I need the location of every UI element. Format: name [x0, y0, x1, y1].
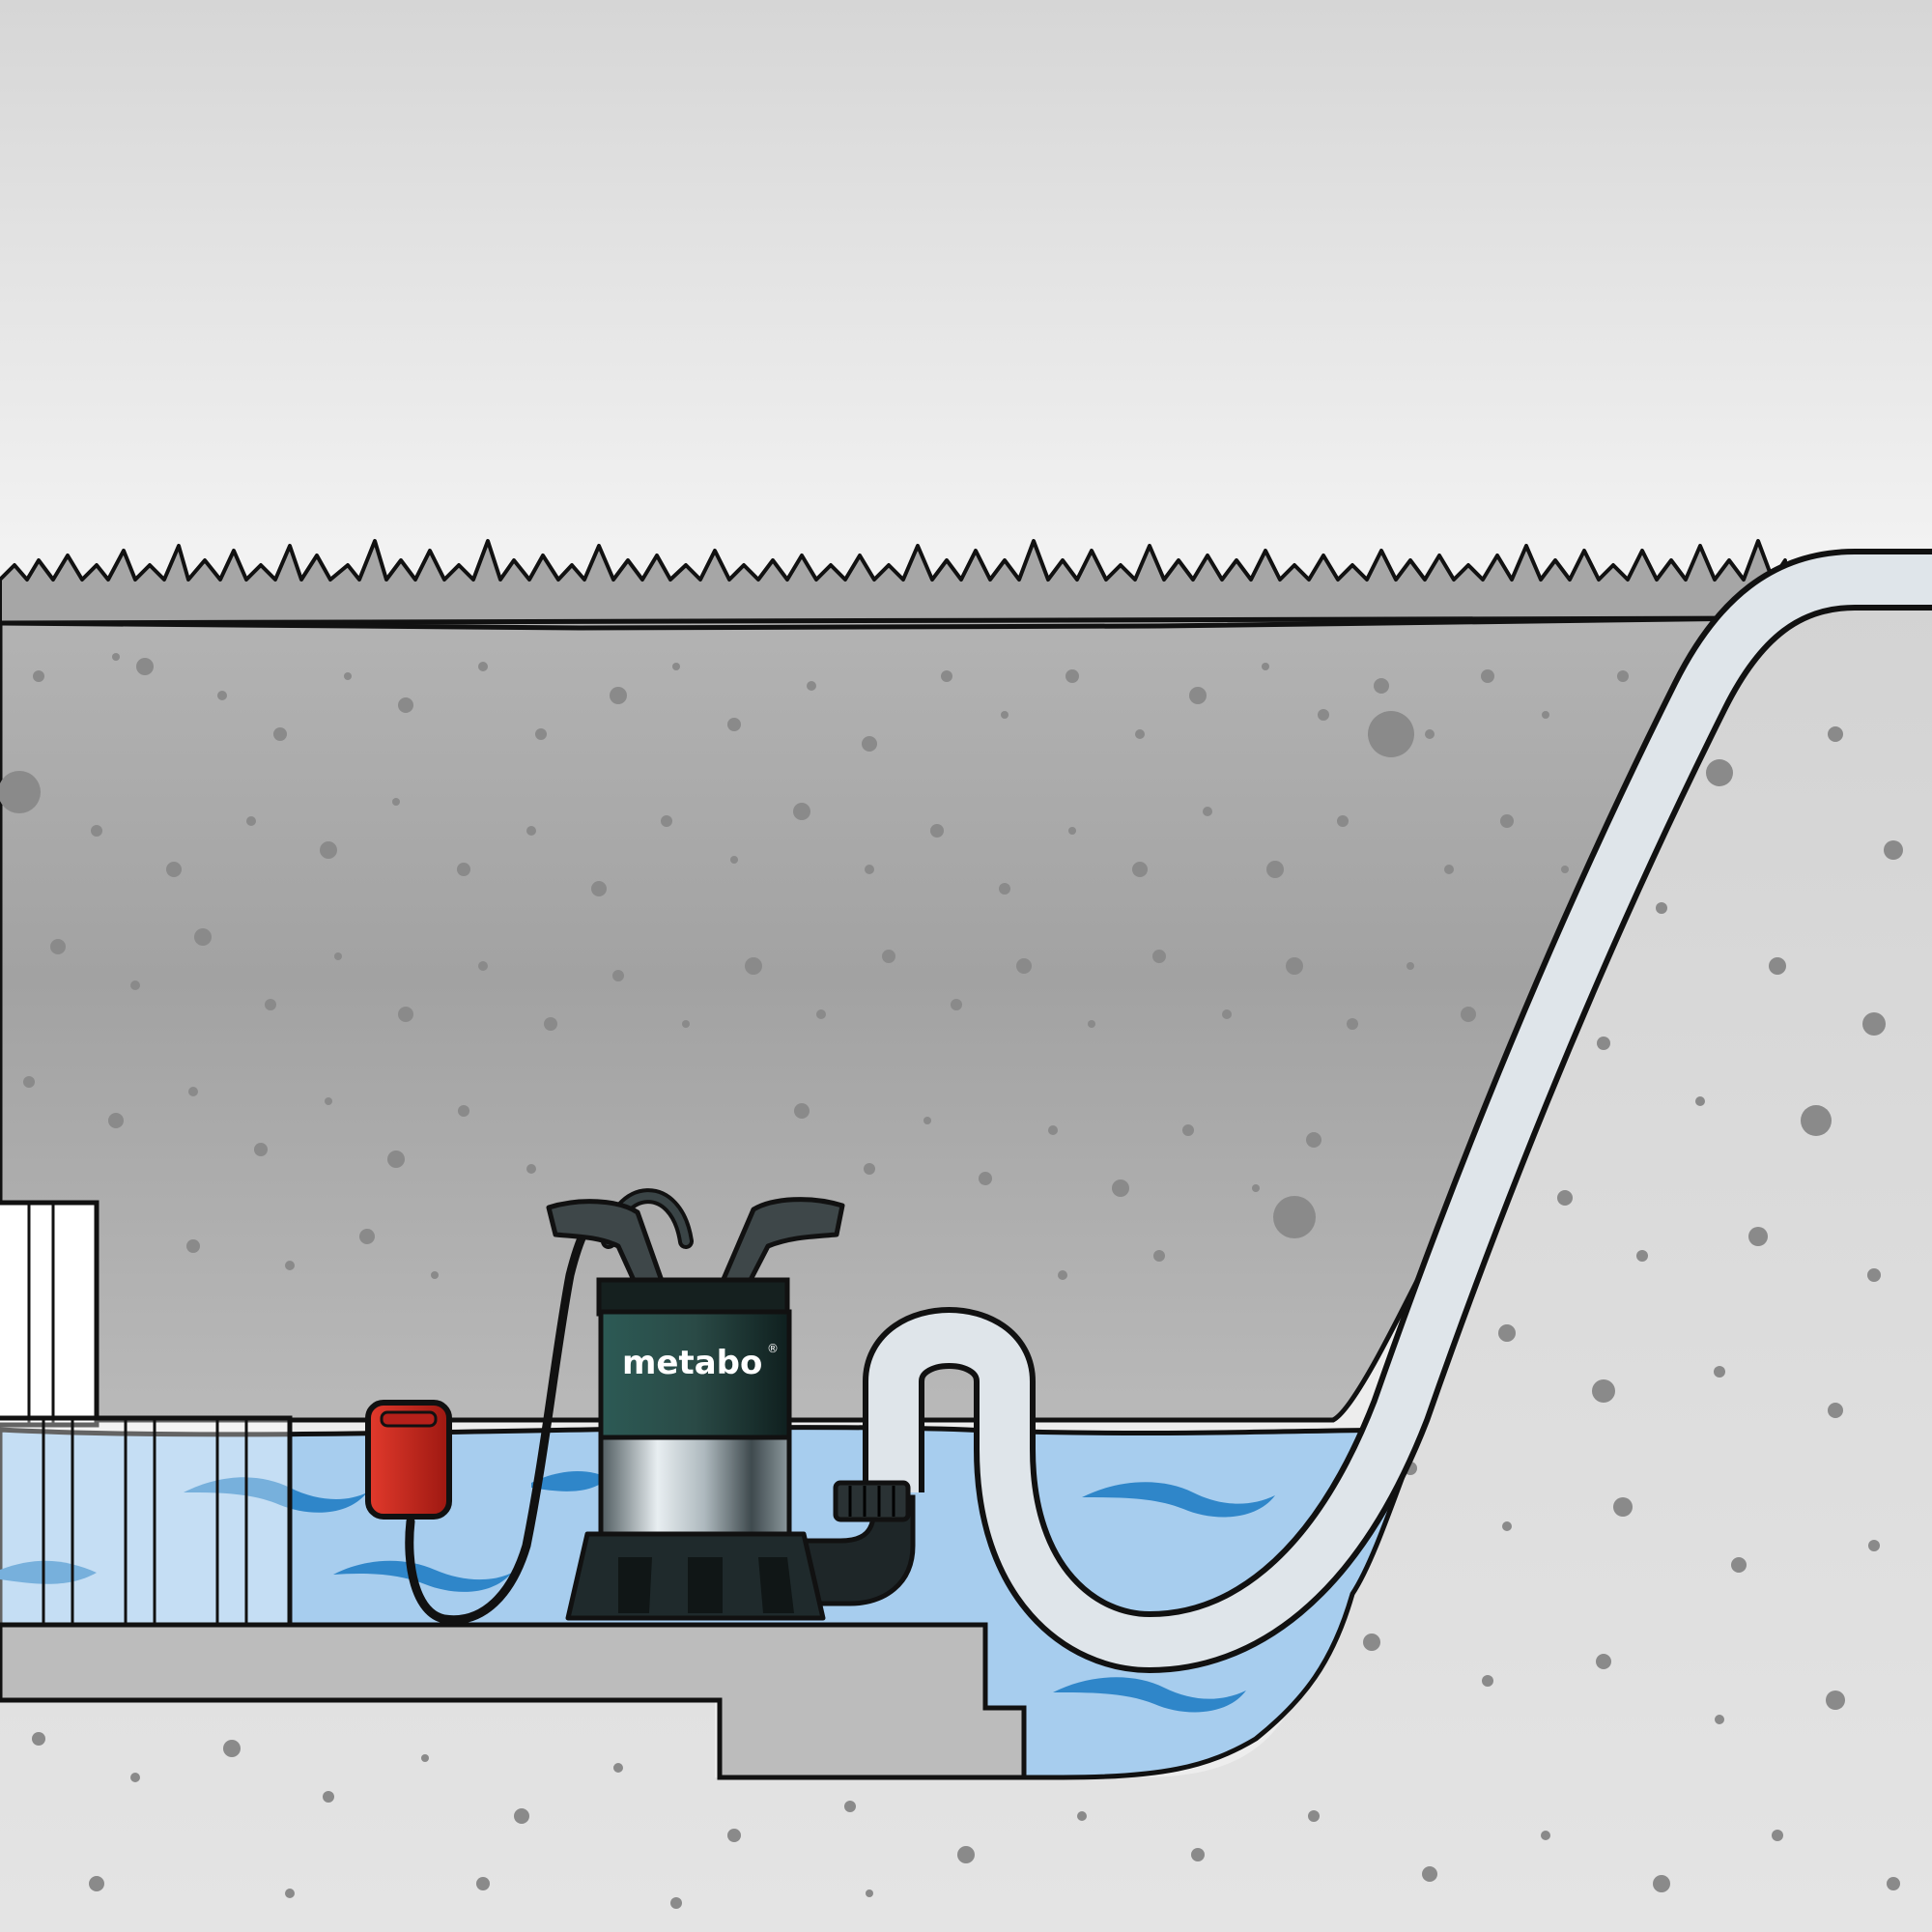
pump-brand-label: metabo	[622, 1344, 762, 1382]
pump-registered-mark: ®	[767, 1342, 779, 1355]
concrete-floor	[0, 1622, 1027, 1780]
stored-boxes	[0, 1200, 293, 1628]
grass-icon	[0, 539, 1787, 630]
pump-icon: metabo ®	[546, 1188, 845, 1621]
float-switch-cable	[405, 1203, 609, 1625]
hose-connector	[784, 1480, 916, 1606]
water-wave-icon	[0, 1471, 1275, 1713]
sky-background	[0, 0, 1932, 628]
hose-inner	[868, 554, 1932, 1667]
soil-speckles	[0, 653, 1903, 1909]
float-switch-icon	[365, 1400, 452, 1520]
soil-right-bank	[0, 599, 1932, 1932]
ground-line	[0, 615, 1759, 631]
